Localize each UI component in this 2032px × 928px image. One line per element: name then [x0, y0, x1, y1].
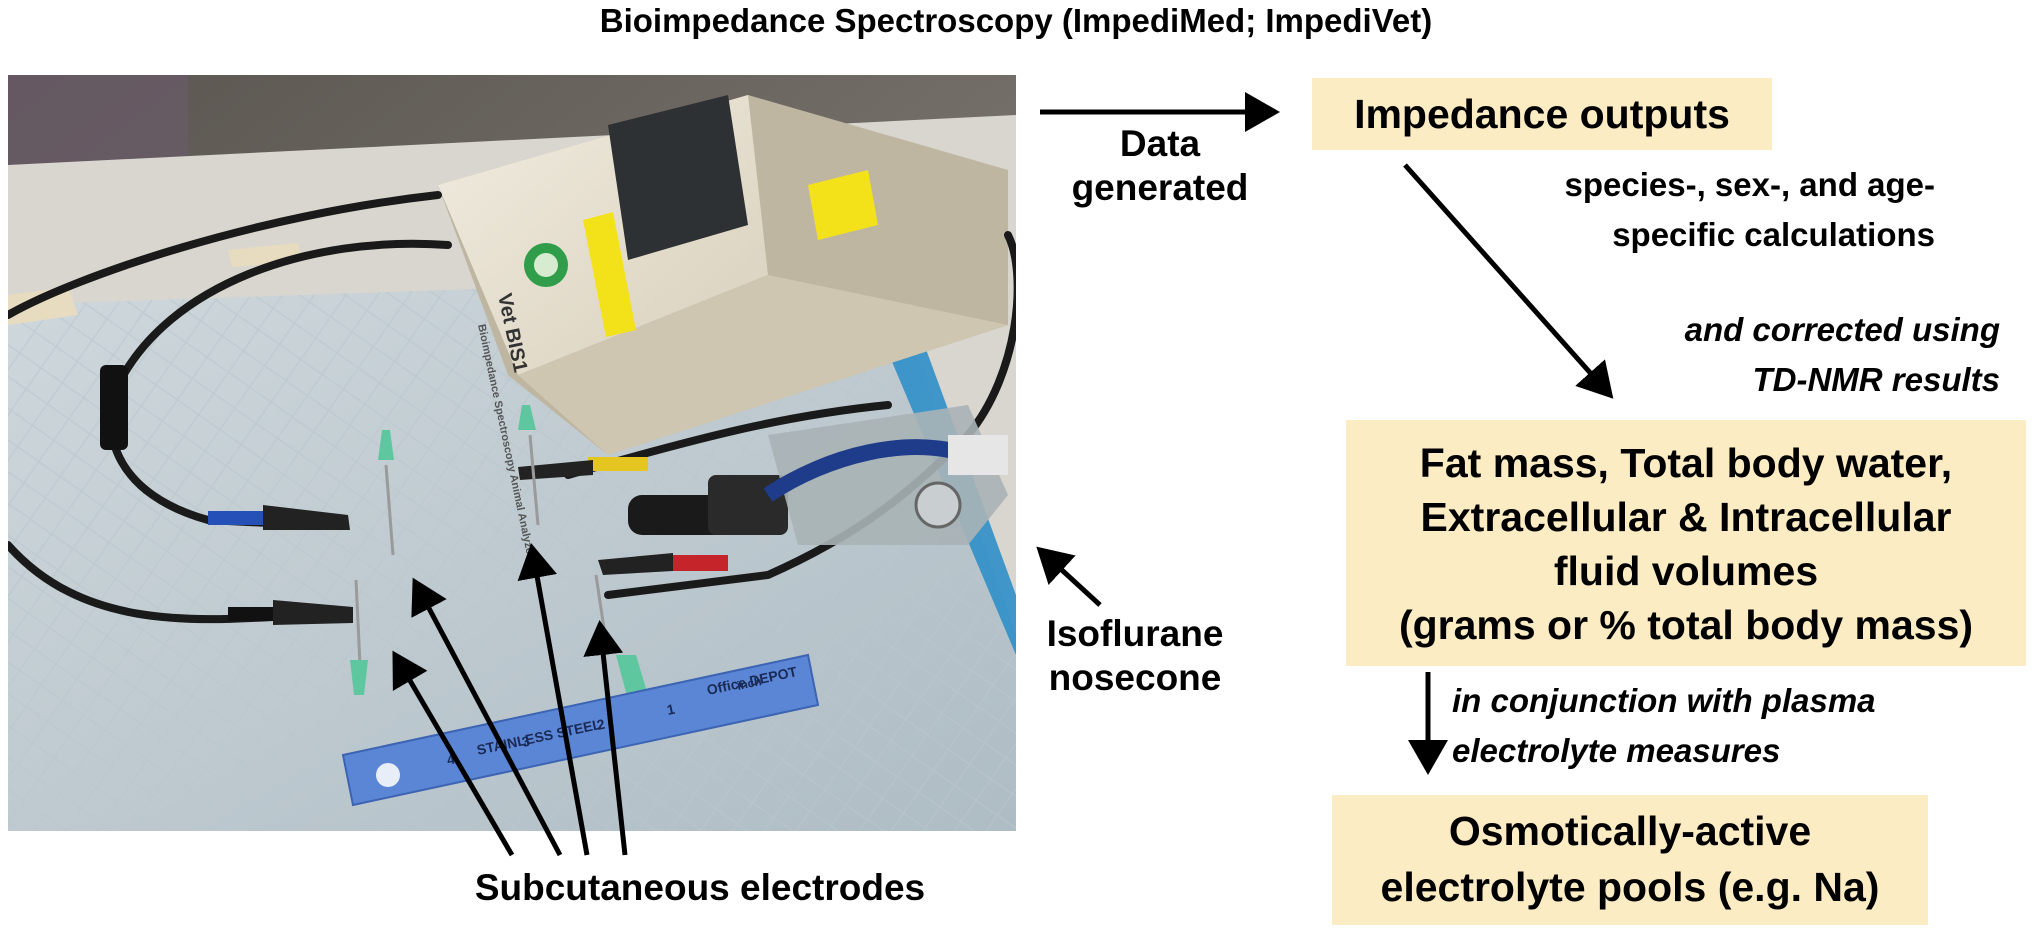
figure-title: Bioimpedance Spectroscopy (ImpediMed; Im…: [599, 2, 1433, 39]
data-generated-line: Data: [1119, 123, 1201, 164]
calculations-line: species-, sex-, and age-: [1564, 166, 1936, 203]
osmotically-active-box: Osmotically-active electrolyte pools (e.…: [1332, 795, 1928, 925]
ruler-number: 3: [520, 733, 531, 750]
data-generated-line: generated: [1071, 167, 1249, 208]
calculation-arrow: [1403, 163, 1614, 399]
ruler-number: 4: [445, 751, 456, 768]
conjunction-line: electrolyte measures: [1452, 732, 1781, 769]
alligator-clip-blue: [208, 505, 350, 530]
isoflurane-line: Isoflurane: [1046, 613, 1224, 654]
corrected-line: TD-NMR results: [1752, 361, 2000, 398]
calculations-label: species-, sex-, and age- specific calcul…: [1400, 160, 1936, 260]
data-generated-label: Data generated: [1040, 122, 1280, 210]
bioimpedance-photo: Bioimpedance Spectroscopy Animal Analyze…: [8, 75, 1016, 831]
ruler-unit: inch: [736, 674, 763, 693]
corrected-line: and corrected using: [1684, 311, 2000, 348]
electrodes-label: Subcutaneous electrodes: [474, 867, 926, 908]
fat-box-line: fluid volumes: [1553, 548, 1819, 594]
ruler-number: 2: [595, 716, 606, 733]
calculations-line: specific calculations: [1612, 216, 1935, 253]
alligator-clip-red: [598, 553, 728, 575]
corrected-label: and corrected using TD-NMR results: [1480, 305, 2000, 405]
electrode-arrow-4: [583, 620, 628, 856]
conjunction-label: in conjunction with plasma electrolyte m…: [1452, 676, 2012, 776]
alligator-clip-yellow: [518, 457, 648, 480]
fat-box-line: Fat mass, Total body water,: [1419, 440, 1953, 486]
conjunction-line: in conjunction with plasma: [1452, 682, 1876, 719]
osm-box-line: Osmotically-active: [1448, 808, 1812, 854]
isoflurane-nosecone: [628, 405, 1008, 545]
osm-box-line: electrolyte pools (e.g. Na): [1380, 864, 1880, 910]
ruler-number: 1: [665, 701, 676, 718]
fat-mass-box: Fat mass, Total body water, Extracellula…: [1346, 420, 2026, 666]
alligator-clip-black: [228, 600, 353, 625]
electrode-arrow-3: [517, 543, 590, 856]
electrode-arrow-2: [411, 577, 563, 857]
electrode-arrow-1: [392, 650, 515, 857]
isoflurane-arrow: [1036, 546, 1102, 607]
fat-box-line: (grams or % total body mass): [1398, 602, 1974, 648]
fat-box-line: Extracellular & Intracellular: [1420, 494, 1952, 540]
impedance-outputs-box: Impedance outputs: [1312, 78, 1772, 150]
isoflurane-label: Isoflurane nosecone: [1020, 612, 1250, 700]
vetbis1-device: Bioimpedance Spectroscopy Animal Analyze…: [438, 95, 1008, 560]
cable-inline-box: [100, 365, 128, 450]
isoflurane-line: nosecone: [1048, 657, 1222, 698]
